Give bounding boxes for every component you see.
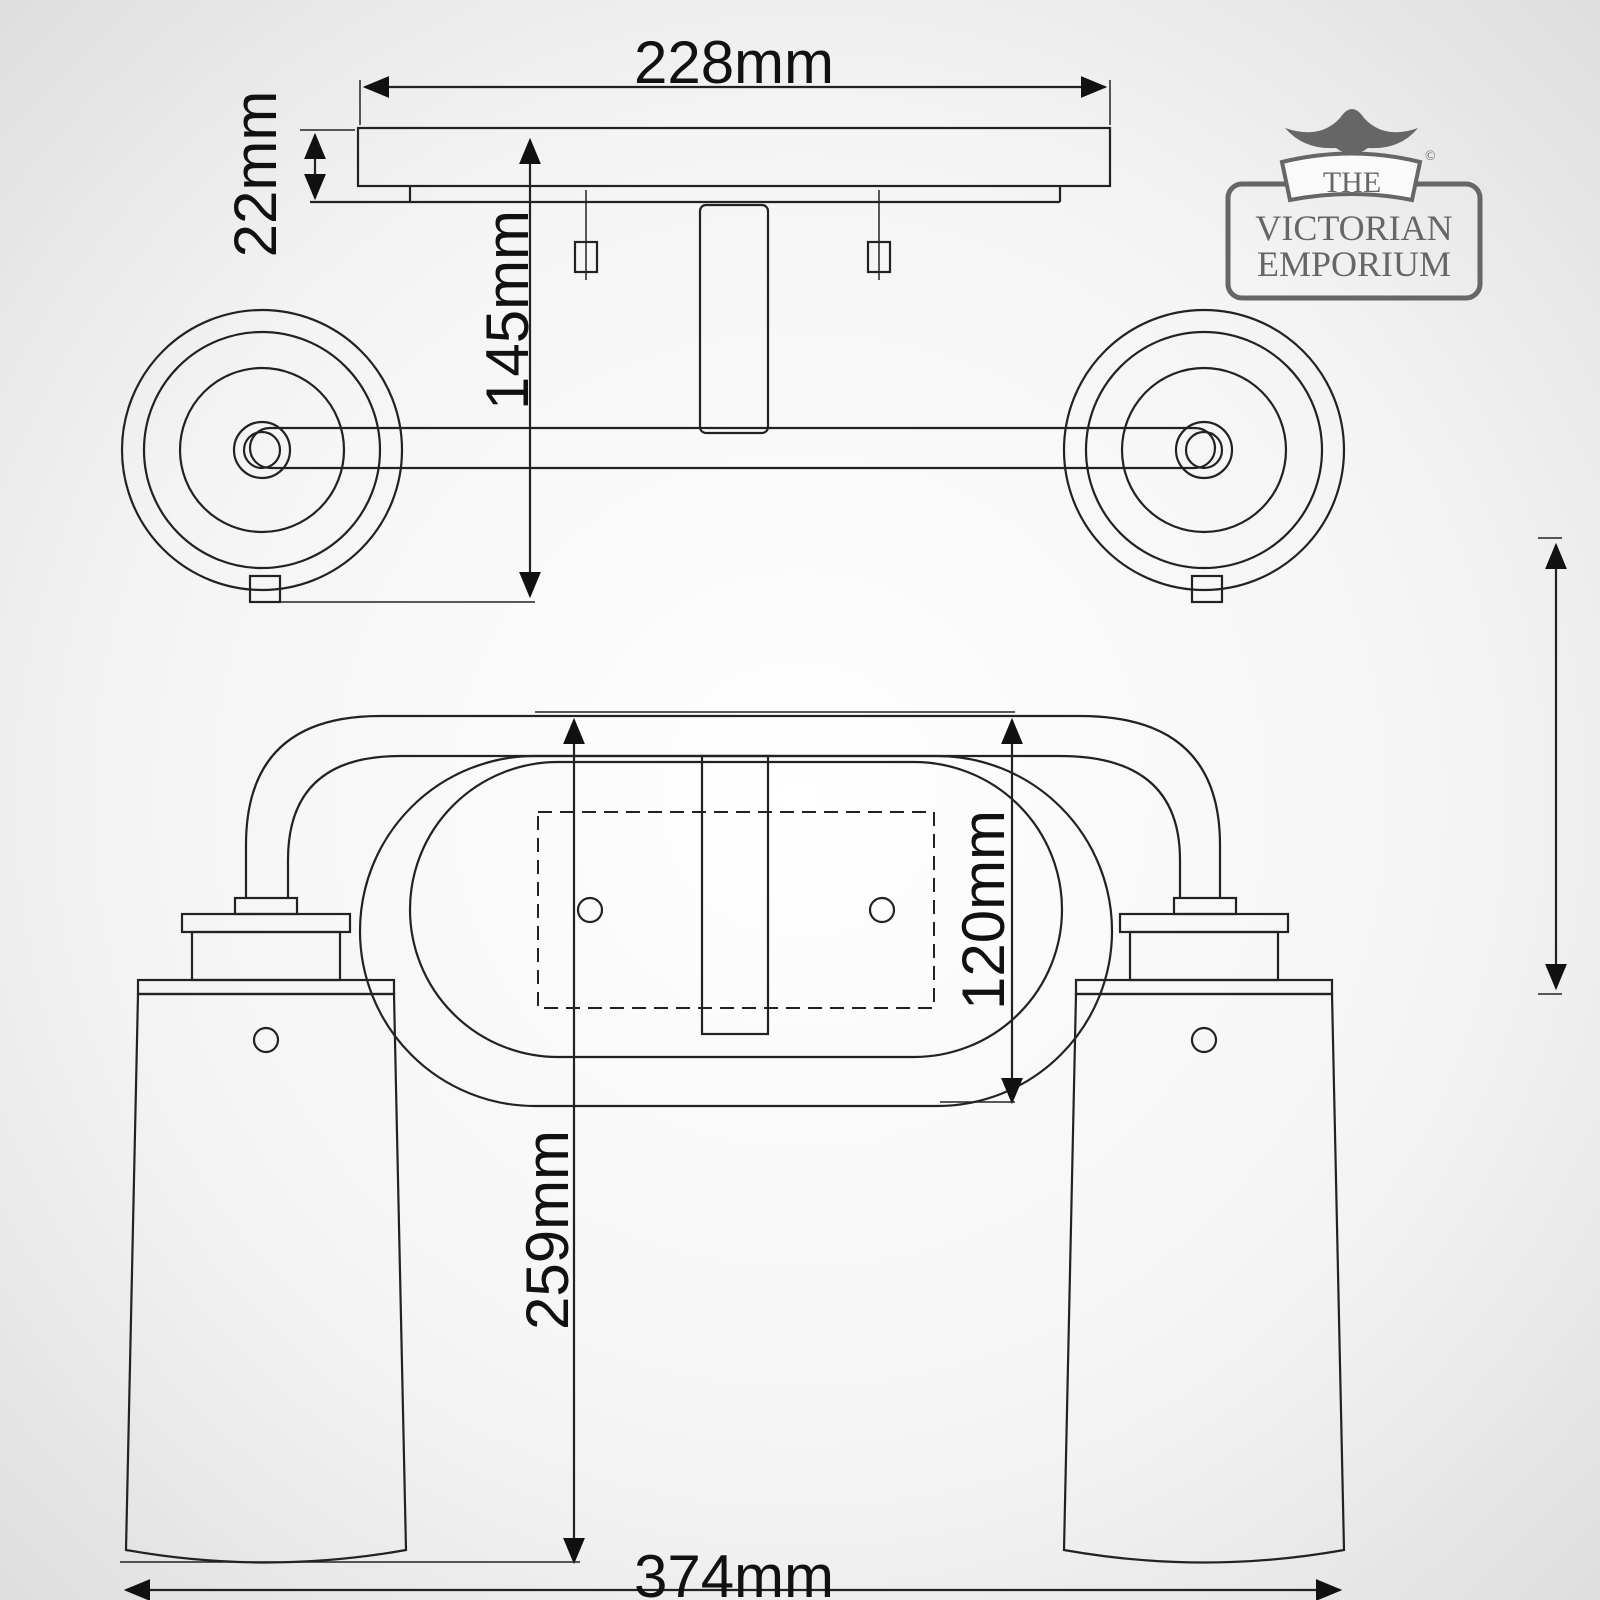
svg-text:THE: THE <box>1323 166 1381 199</box>
top-view <box>120 76 1346 604</box>
shade-front-right <box>1062 896 1346 1564</box>
svg-text:©: © <box>1425 149 1436 164</box>
dim-drop: 259mm <box>514 1130 581 1330</box>
dim-projection: 145mm <box>474 210 541 410</box>
stem <box>698 203 770 435</box>
dim-plate-depth: 22mm <box>222 91 289 258</box>
dim-plate-height: 120mm <box>950 810 1017 1010</box>
crown-icon <box>1285 109 1418 154</box>
shade-top-left <box>120 308 404 604</box>
front-view <box>120 537 1567 1600</box>
svg-text:EMPORIUM: EMPORIUM <box>1257 244 1451 284</box>
svg-text:VICTORIAN: VICTORIAN <box>1255 208 1452 248</box>
dim-overall-width: 374mm <box>634 1543 834 1600</box>
shade-top-right <box>1062 308 1346 604</box>
shade-front-left <box>124 896 408 1564</box>
ceiling-plate <box>356 126 1112 188</box>
mounting-bracket <box>537 811 935 1009</box>
arm <box>248 426 1217 470</box>
dim-top-width: 228mm <box>634 29 834 96</box>
dim-overall-height: 214mm <box>1541 660 1600 860</box>
victorian-emporium-logo: THE © VICTORIAN EMPORIUM <box>1225 109 1483 301</box>
